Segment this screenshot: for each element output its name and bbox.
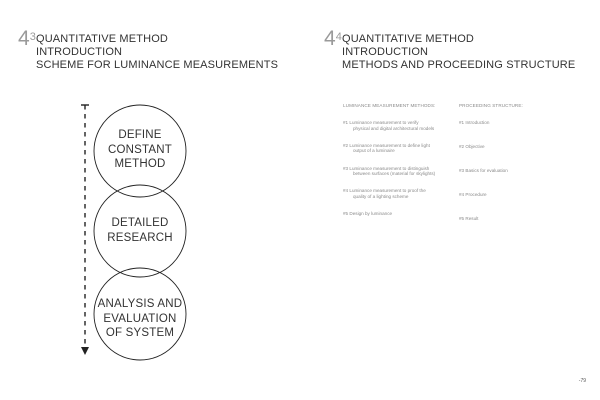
title-line-2: INTRODUCTION <box>342 46 429 58</box>
method-item: #2 Luminance measurement to define light… <box>343 143 451 155</box>
methods-column: LUMINANCE MEASUREMENT METHODS: #1 Lumina… <box>343 103 451 228</box>
title-line-2: INTRODUCTION <box>36 46 123 58</box>
structure-label: Procedure <box>465 191 487 197</box>
section-number: 43 <box>18 27 36 50</box>
method-number: #1 <box>343 119 349 125</box>
method-number: #3 <box>343 165 349 171</box>
title-line-3: METHODS AND PROCEEDING STRUCTURE <box>342 59 576 71</box>
circle-label-research: DETAILED RESEARCH <box>85 216 195 245</box>
structure-label: Objective <box>465 143 485 149</box>
structure-item: #1 Introduction <box>459 120 539 126</box>
method-item: #3 Luminance measurement to distinguish … <box>343 166 451 178</box>
title-line-1: QUANTITATIVE METHOD <box>342 33 474 45</box>
method-item: #4 Luminance measurement to proof the qu… <box>343 188 451 200</box>
section-title: QUANTITATIVE METHOD INTRODUCTION METHODS… <box>342 33 575 72</box>
circle-label-line: DEFINE <box>118 129 162 141</box>
method-text: Luminance measurement to define light <box>349 142 430 148</box>
method-number: #2 <box>343 142 349 148</box>
method-item: #1 Luminance measurement to verify physi… <box>343 120 451 132</box>
page-number-value: 79 <box>580 378 586 384</box>
structure-item: #3 Basics for evaluation <box>459 168 539 174</box>
methods-heading: LUMINANCE MEASUREMENT METHODS: <box>343 103 436 108</box>
method-text-continued: between surfaces (material for skylights… <box>353 171 436 177</box>
section-number: 44 <box>324 27 342 50</box>
circle-label-line: EVALUATION <box>103 312 177 325</box>
structure-item: #4 Procedure <box>459 192 539 198</box>
scheme-arrow-head <box>81 347 89 355</box>
structure-label: Introduction <box>465 119 490 125</box>
method-text-continued: physical and digital architectural model… <box>353 125 435 131</box>
page-number-prefix: ‐ <box>578 378 581 384</box>
circle-label-line: METHOD <box>114 158 166 170</box>
circle-label-analysis: ANALYSIS AND EVALUATION OF SYSTEM <box>85 297 195 341</box>
structure-number: #5 <box>459 215 465 221</box>
structure-number: #4 <box>459 191 465 197</box>
structure-number: #2 <box>459 143 465 149</box>
circle-label-line: RESEARCH <box>107 231 173 244</box>
circle-label-line: ANALYSIS AND <box>97 298 183 310</box>
scheme-circle-3 <box>93 267 187 361</box>
structure-item: #5 Result <box>459 216 539 222</box>
structure-number: #3 <box>459 167 465 173</box>
structure-column: PROCEEDING STRUCTURE: #1 Introduction #2… <box>459 103 539 240</box>
scheme-circle-1 <box>93 104 187 198</box>
structure-label: Result <box>465 215 479 221</box>
method-text: Design by luminance <box>349 211 393 217</box>
method-text-continued: output of a luminaire <box>353 148 395 154</box>
structure-number: #1 <box>459 119 465 125</box>
circle-label-define: DEFINE CONSTANT METHOD <box>85 128 195 172</box>
structure-heading: PROCEEDING STRUCTURE: <box>459 103 523 108</box>
method-number: #4 <box>343 188 349 194</box>
method-text: Luminance measurement to distinguish <box>349 165 430 171</box>
page-number: ‐79 <box>579 378 586 384</box>
method-item: #5 Design by luminance <box>343 211 451 217</box>
method-text-continued: quality of a lighting scheme <box>353 194 409 200</box>
scheme-circle-2 <box>93 184 187 278</box>
circle-label-line: DETAILED <box>111 217 169 229</box>
structure-item: #2 Objective <box>459 144 539 150</box>
section-title: QUANTITATIVE METHOD INTRODUCTION SCHEME … <box>36 33 278 72</box>
title-line-1: QUANTITATIVE METHOD <box>36 33 168 45</box>
circle-label-line: CONSTANT <box>108 143 172 156</box>
method-text: Luminance measurement to verify <box>349 119 419 125</box>
title-line-3: SCHEME FOR LUMINANCE MEASUREMENTS <box>36 59 279 71</box>
method-text: Luminance measurement to proof the <box>349 188 426 194</box>
circle-label-line: OF SYSTEM <box>105 327 175 339</box>
method-number: #5 <box>343 211 349 217</box>
structure-label: Basics for evaluation <box>465 167 508 173</box>
